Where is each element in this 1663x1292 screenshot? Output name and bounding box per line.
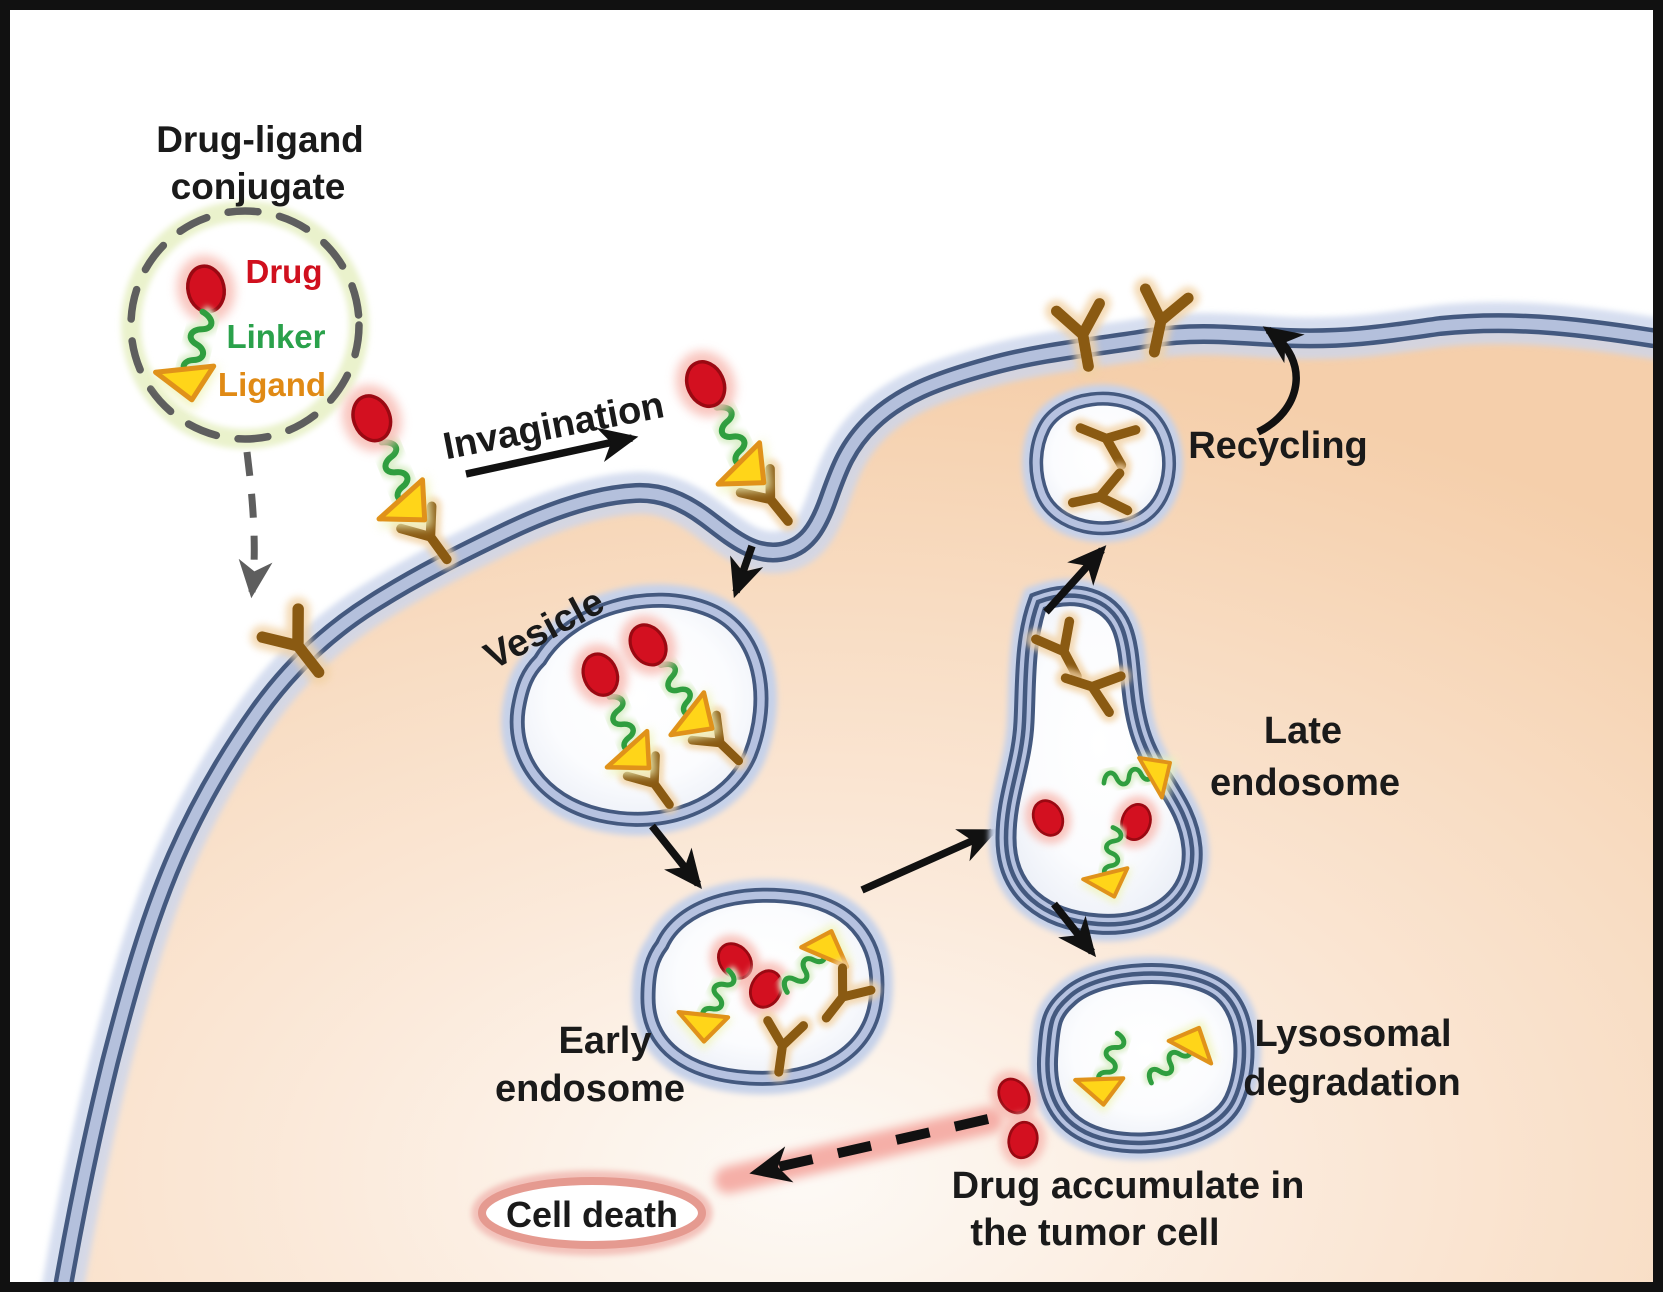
conjugate-title-line1: Drug-ligand (156, 119, 364, 160)
drug-accumulate-label-line1: Drug accumulate in (952, 1165, 1305, 1207)
cell-death-label: Cell death (506, 1194, 678, 1235)
arrow-early-to-late-endosome (860, 828, 998, 894)
arrow-invagination (465, 427, 639, 478)
recycling-vesicle (1036, 399, 1169, 529)
arrow-drug-to-cell-death (714, 1106, 1004, 1194)
arrow-vesicle-to-early-endosome (649, 823, 703, 890)
drug-label: Drug (246, 253, 323, 290)
arrow-recycling (1256, 326, 1305, 436)
cell-death-badge: Cell death (471, 1170, 713, 1256)
late-endosome-label-line2: endosome (1210, 762, 1400, 804)
drug-ligand-conjugate-legend: Drug-ligand conjugate Drug Linker Ligand (121, 119, 369, 449)
arrow-dashed-black (749, 1114, 990, 1183)
early-endosome-label-line1: Early (559, 1020, 652, 1062)
arrow-conjugate-to-receptor (238, 451, 273, 599)
arrow-late-endosome-to-recycling (1043, 545, 1107, 615)
conjugate-receptor-complex (326, 374, 466, 584)
lysosomal-label-line1: Lysosomal (1254, 1013, 1451, 1055)
linker-label: Linker (226, 318, 325, 355)
arrow-late-endosome-to-lysosome (1051, 901, 1097, 958)
late-endosome-label-line1: Late (1264, 710, 1342, 752)
early-endosome-label-line2: endosome (495, 1068, 685, 1110)
lysosome (1047, 973, 1244, 1142)
recycling-label: Recycling (1188, 425, 1368, 467)
conjugate-dashed-circle (127, 207, 363, 443)
lysosomal-label-line2: degradation (1243, 1062, 1460, 1104)
ligand-label: Ligand (218, 366, 326, 403)
cell-death-oval (478, 1177, 706, 1249)
early-endosome (648, 895, 877, 1078)
drug-accumulate-label-line2: the tumor cell (970, 1212, 1219, 1254)
conjugate-title-line2: conjugate (171, 166, 346, 207)
arrow-pit-to-vesicle (730, 544, 764, 599)
